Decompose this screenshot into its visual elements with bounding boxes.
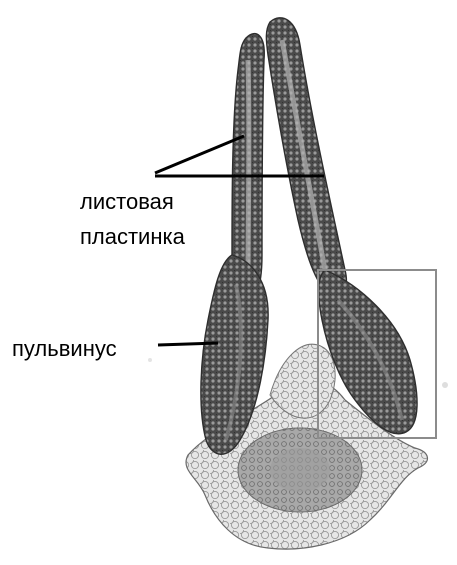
leaf-blade-label-line2: пластинка bbox=[80, 222, 185, 252]
pulvinus-pointer bbox=[158, 343, 218, 345]
central-bud bbox=[270, 344, 335, 418]
pulvinus-label: пульвинус bbox=[12, 334, 117, 364]
leaf-blade-pointer-1 bbox=[155, 136, 244, 173]
leaf-blade-label-line1: листовая bbox=[80, 187, 174, 217]
